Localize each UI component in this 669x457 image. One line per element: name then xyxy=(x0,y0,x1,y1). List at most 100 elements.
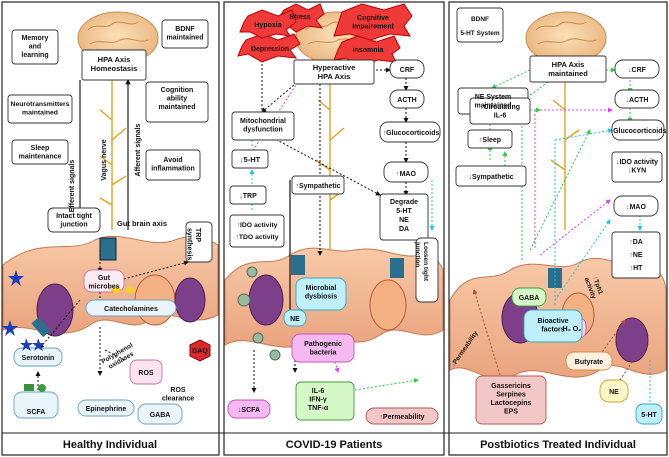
down-arrow-icon: ↓ xyxy=(239,193,243,200)
five-ht-label: ↓5-HT xyxy=(240,155,261,164)
up-arrow-icon: ↑ xyxy=(235,234,238,241)
acth-label-line: ACTH xyxy=(397,97,416,104)
vagus-nerve xyxy=(99,80,580,250)
h2o2-label: H₂ O₂ xyxy=(563,326,582,333)
sympathetic-label: ↑Sympathetic xyxy=(295,183,340,190)
ne-system-label-line: NE System xyxy=(475,94,512,101)
afferent-label: Afferent signals xyxy=(135,123,142,176)
tight-junction-label-line: Intact tight xyxy=(56,213,92,220)
down-arrow-icon: ↓ xyxy=(240,155,244,164)
hpa-maintained-label-line: maintained xyxy=(548,69,588,78)
up-arrow-icon: ↑ xyxy=(237,222,240,229)
scfa-label: SCFA xyxy=(27,409,46,416)
star-icon xyxy=(2,270,45,351)
virus-icon xyxy=(237,266,281,361)
depression-label: Depression xyxy=(251,46,289,53)
panel-title-covid-line: COVID-19 Patients xyxy=(286,439,383,451)
hypoxia-label-line: Hypoxia xyxy=(254,22,281,29)
ido-label-line: ↑IDO activity xyxy=(237,222,278,229)
down-arrow-icon: ↓ xyxy=(626,97,630,104)
up-arrow-icon: ↑ xyxy=(629,252,633,259)
degrade-label-line: Degrade xyxy=(390,199,418,206)
h2o2-label-line: H₂ O₂ xyxy=(563,326,582,333)
bdnf-5ht-label-line: BDNF xyxy=(471,16,489,23)
hyperactive-hpa-label-line: HPA Axis xyxy=(318,72,351,81)
efferent-label: Efferent signals xyxy=(69,160,76,213)
microbial-label-line: dysbiosis xyxy=(305,294,337,301)
gut-microbes-label-line: Gut xyxy=(98,275,111,282)
trp-synthesis-label-line: TRP xyxy=(194,228,201,242)
depression-burst xyxy=(237,33,301,63)
permeability-label-line: ↑Permeability xyxy=(379,414,424,421)
outputs-label-line: ↑NE xyxy=(629,252,643,259)
degrade-label-line: 5-HT xyxy=(396,208,412,215)
memory-box-label-line: learning xyxy=(21,52,48,59)
catecholamines-label: Catecholamines xyxy=(104,306,158,313)
catecholamine-shapes xyxy=(110,286,136,294)
degrade-label-line: DA xyxy=(399,226,409,233)
up-arrow-icon: ↑ xyxy=(295,183,299,190)
bacteriocins-label-line: EPS xyxy=(504,409,518,416)
loosen-label-line: Loosen tight xyxy=(422,242,429,282)
sympathetic-label-line: ↑Sympathetic xyxy=(295,183,340,190)
vagus-label-line: Vagus nerve xyxy=(101,139,108,180)
glucocorticoids-post-label-line: ↓Glucocorticoids xyxy=(610,128,667,135)
sleep-label-line: maintenance xyxy=(19,154,62,161)
mao-label-line: ↑MAO xyxy=(396,171,416,178)
glucocorticoids-label: ↑Glucocorticoids xyxy=(383,130,440,137)
brain-icon xyxy=(525,11,607,65)
outputs-label-line: ↑DA xyxy=(629,239,643,246)
ne-post-label: NE xyxy=(609,389,619,396)
memory-box-label-line: and xyxy=(29,44,41,51)
goblet-cell-icon xyxy=(36,283,74,337)
degrade-label-line: NE xyxy=(399,217,409,224)
acth-post-label-line: ↓ACTH xyxy=(626,97,649,104)
cytokines-label-line: IFN-γ xyxy=(309,397,327,404)
bdnf-label: BDNF maintained xyxy=(167,26,204,42)
bacteriocins-label-line: Gassericins xyxy=(491,383,531,390)
cognition-label-line: Cognition xyxy=(161,87,194,94)
serotonin-label-line: Serotonin xyxy=(22,355,55,362)
panel-title-healthy: Healthy Individual xyxy=(63,439,157,451)
pathogenic-label-line: bacteria xyxy=(310,350,337,357)
up-arrow-icon: ↑ xyxy=(591,275,599,280)
up-arrow-icon: ↑ xyxy=(383,130,387,137)
down-arrow-icon: ↓ xyxy=(628,67,632,74)
mito-label-line: Mitochondrial xyxy=(240,118,286,125)
acth-label: ACTH xyxy=(397,97,416,104)
memory-box-label-line: Memory xyxy=(22,35,49,42)
tdo-label-line: ↑TDO activity xyxy=(235,234,278,241)
scfa-covid-label: ↓SCFA xyxy=(238,407,260,414)
ido-kyn-label-line: ↓KYN xyxy=(628,168,646,175)
ros-clearance-label-line: clearance xyxy=(162,396,194,403)
efferent-label-line: Efferent signals xyxy=(69,160,76,213)
epinephrine-label: Epinephrine xyxy=(86,406,127,413)
mito-label-line: dysfunction xyxy=(243,127,283,134)
down-arrow-icon: ↓ xyxy=(610,128,614,135)
trp-label-line: ↓TRP xyxy=(239,193,257,200)
bdnf-label-line: maintained xyxy=(167,35,204,42)
trp-synthesis-label: TRPsynthesis xyxy=(186,228,202,260)
depression-label-line: Depression xyxy=(251,46,289,53)
neurotransmitters-label-line: maintained xyxy=(22,109,58,116)
postbiotics-arrows xyxy=(472,67,651,410)
sympathetic-post-label-line: ↓Sympathetic xyxy=(468,174,513,181)
bioactive-label-line: Bioactive xyxy=(537,318,568,325)
bdnf-label-line: BDNF xyxy=(175,26,195,33)
hpa-homeostasis-label-line: Homeostasis xyxy=(91,64,138,73)
five-ht-post-label-line: 5-HT xyxy=(641,412,657,419)
